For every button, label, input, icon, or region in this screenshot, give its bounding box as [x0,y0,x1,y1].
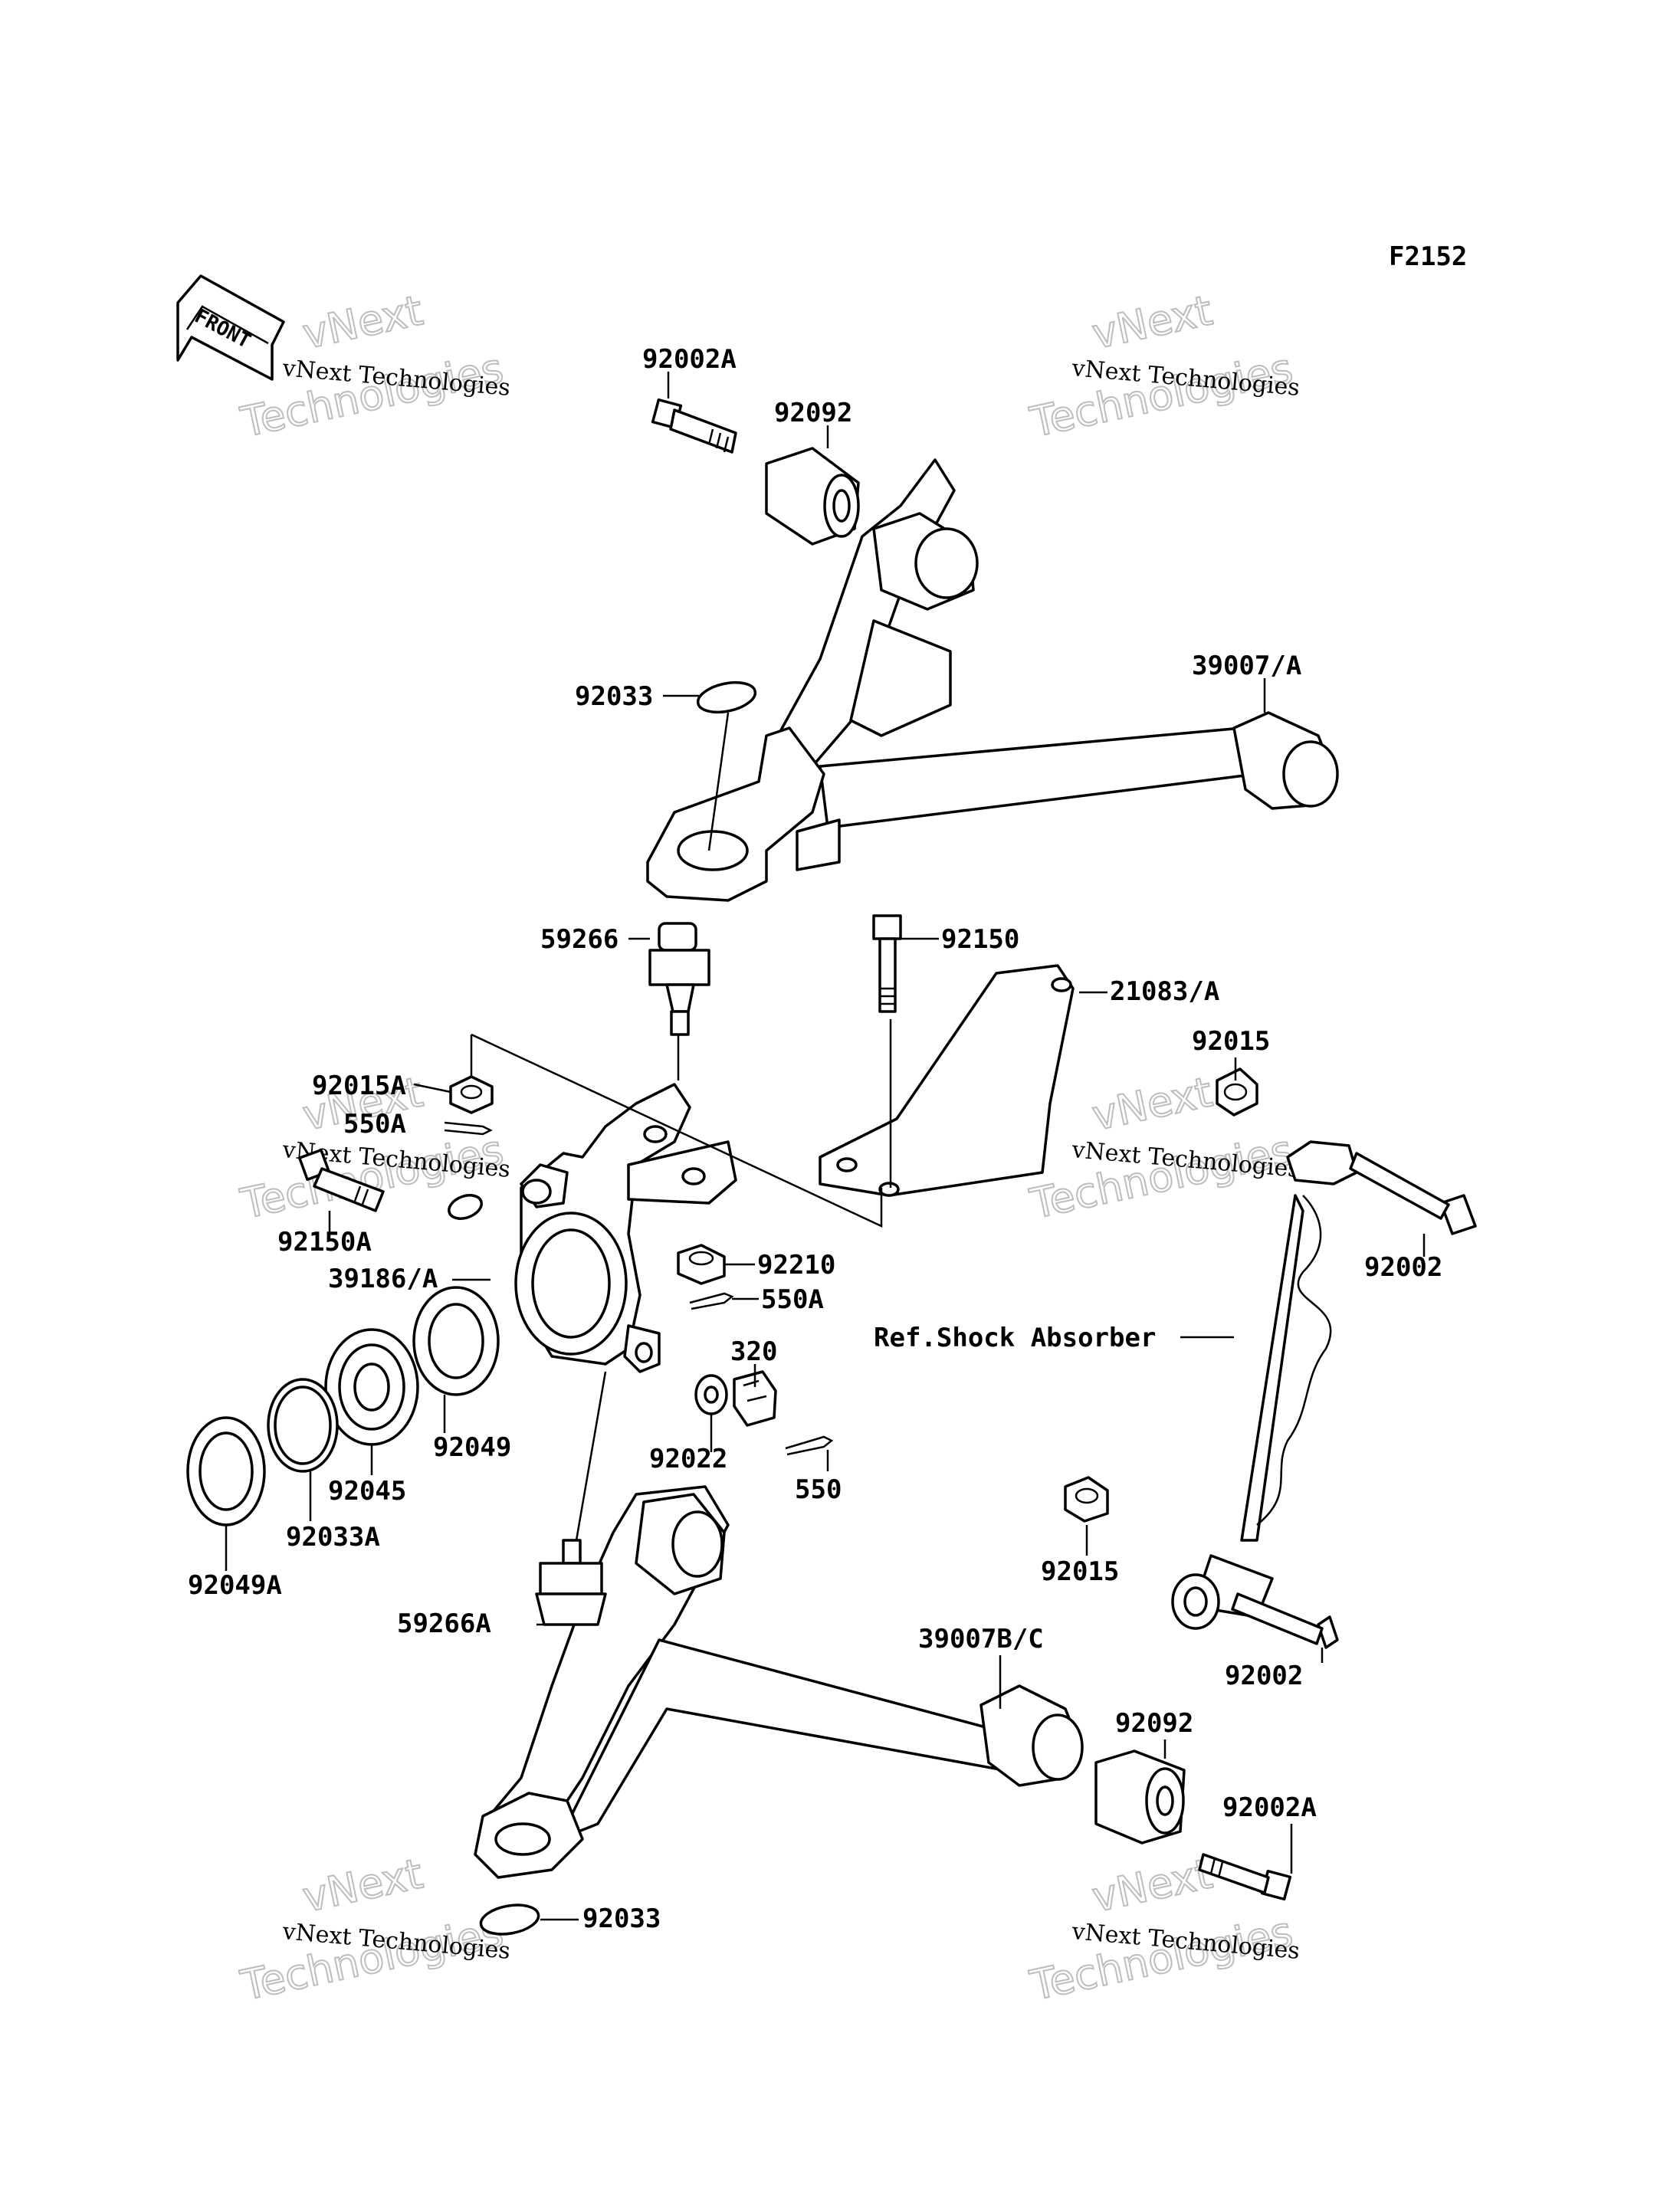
label-92033-top: 92033 [575,681,653,712]
label-92022: 92022 [649,1444,727,1474]
cotter-pin-550 [785,1435,834,1456]
svg-text:vNext: vNext [299,1849,427,1921]
svg-text:vNext: vNext [1088,1849,1216,1921]
label-59266: 59266 [540,924,619,955]
ball-joint-59266 [648,922,710,1036]
label-92033-low: 92033 [582,1904,661,1934]
cotter-pin-550a-top [444,1121,493,1136]
nut-92015a [449,1075,494,1114]
nut-92015-right [1216,1067,1258,1117]
label-550: 550 [795,1474,842,1505]
label-92015-low: 92015 [1041,1556,1119,1587]
circlip-92033-top [696,680,757,714]
bolt-92002a-top [651,398,737,454]
shock-absorber [1171,1140,1358,1630]
nut-92015-low [1064,1476,1109,1523]
bearing-92045 [324,1328,419,1446]
label-92002a-top: 92002A [642,344,737,375]
label-320: 320 [730,1336,777,1367]
washer-92022 [694,1374,728,1415]
watermark-bottom-left: vNext Technologies vNext Technologies [236,1848,512,2011]
watermark-mid-right: vNext Technologies vNext Technologies [1025,1067,1301,1229]
watermark-top-left: vNext Technologies vNext Technologies [236,285,512,448]
ball-joint-59266a [535,1539,607,1626]
label-92150a: 92150A [277,1227,372,1258]
svg-text:vNext: vNext [299,286,427,358]
seal-92049 [412,1286,500,1396]
label-92002a-low: 92002A [1222,1792,1317,1823]
upper-a-arm [646,458,1339,902]
label-92150: 92150 [941,924,1019,955]
figure-code: F2152 [1389,241,1467,272]
bolt-92002-low [1231,1592,1339,1649]
castle-nut-320 [733,1370,777,1427]
lower-a-arm [474,1485,1084,1879]
label-21083a: 21083/A [1110,976,1219,1007]
label-ref-shock-absorber: Ref.Shock Absorber [874,1323,1156,1353]
label-92002-low: 92002 [1225,1661,1303,1691]
label-550a-mid: 550A [761,1284,824,1315]
front-arrow-icon: FRONT [176,274,285,381]
nut-92210 [677,1244,726,1285]
label-92092-low: 92092 [1115,1708,1193,1739]
knuckle-39186a [448,1083,737,1373]
label-92015a: 92015A [312,1071,406,1101]
label-92092-top: 92092 [774,398,852,428]
svg-text:vNext: vNext [1088,286,1216,358]
label-39007bc: 39007B/C [918,1624,1044,1654]
seal-92049a [186,1416,266,1526]
watermark-top-right: vNext Technologies vNext Technologies [1025,285,1301,448]
label-92049a: 92049A [188,1570,282,1601]
circlip-92033-low [479,1904,540,1936]
bushing-92092-top [765,447,860,546]
label-550a-top: 550A [343,1109,406,1139]
label-92015-right: 92015 [1192,1026,1270,1057]
bolt-92002a-low [1198,1853,1292,1901]
label-92045: 92045 [328,1476,406,1507]
label-39007a: 39007/A [1192,651,1301,681]
bracket-21083a [819,964,1075,1197]
bolt-92150 [872,914,902,1013]
label-59266a: 59266A [397,1608,491,1639]
label-92033a: 92033A [286,1522,380,1553]
bolt-92150a [298,1149,385,1212]
circlip-92033a [267,1378,339,1473]
label-92210: 92210 [757,1250,835,1280]
label-39186a: 39186/A [328,1264,438,1294]
svg-text:vNext: vNext [1088,1067,1216,1139]
label-92049: 92049 [433,1432,511,1463]
cotter-pin-550a-mid [689,1292,734,1310]
bolt-92002-right [1349,1152,1477,1235]
label-92002-right: 92002 [1364,1252,1442,1283]
bushing-92092-low [1094,1749,1186,1844]
part-labels: 92002A 92092 39007/A 92033 59266 92150 2… [188,344,1442,1934]
leader-lines [225,372,1426,1921]
